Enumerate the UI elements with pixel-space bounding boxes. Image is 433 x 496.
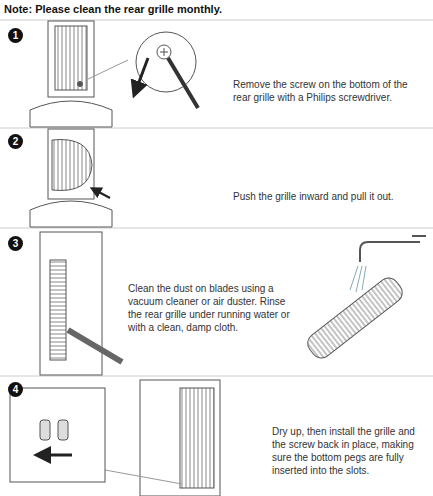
separator — [0, 228, 433, 229]
fan-body — [40, 232, 102, 375]
blades — [50, 260, 66, 360]
separator-lines — [0, 20, 433, 376]
rear-grille — [180, 388, 214, 488]
screw — [78, 82, 83, 87]
detached-grille — [304, 274, 407, 362]
screwdriver — [168, 58, 198, 108]
separator — [0, 128, 433, 129]
rear-grille — [55, 26, 87, 90]
arrow — [42, 454, 72, 457]
zoom-line — [86, 60, 128, 80]
step-number: 3 — [8, 236, 23, 251]
tower-fan — [30, 21, 128, 127]
vacuum-nozzle — [68, 330, 122, 362]
tower-fan — [10, 380, 220, 496]
step-number: 1 — [8, 28, 23, 43]
page-title: Note: Please clean the rear grille month… — [4, 3, 222, 15]
step-number-text: 1 — [13, 30, 19, 41]
instruction-text: Push the grille inward and pull it out. — [233, 190, 423, 203]
arrow — [136, 58, 148, 90]
step-number: 4 — [8, 382, 23, 397]
step-number-text: 2 — [13, 136, 19, 147]
separator — [0, 20, 433, 21]
separator — [0, 376, 433, 377]
zoom-circle — [136, 32, 196, 92]
slot — [40, 420, 50, 440]
water — [350, 266, 366, 292]
step-number-text: 4 — [13, 384, 19, 395]
zoom-line — [105, 470, 182, 484]
zoom-detail — [136, 32, 198, 108]
tower-fan-open — [40, 232, 426, 375]
step-number-text: 3 — [13, 238, 19, 249]
rear-grille — [52, 140, 92, 191]
screw-head — [157, 45, 171, 59]
fan-base — [30, 101, 112, 127]
instruction-text: Dry up, then install the grille and the … — [272, 425, 428, 477]
arrow — [95, 190, 110, 198]
fan-body — [48, 21, 94, 97]
fan-body — [48, 129, 94, 199]
instruction-text: Remove the screw on the bottom of the re… — [233, 78, 423, 104]
grille — [304, 274, 407, 362]
instruction-text: Clean the dust on blades using a vacuum … — [128, 282, 296, 334]
faucet — [360, 236, 426, 262]
tower-fan — [30, 129, 112, 227]
slot — [58, 420, 68, 440]
fan-base — [30, 201, 112, 227]
inset-frame — [10, 388, 105, 482]
step-number: 2 — [8, 134, 23, 149]
screw-cross — [160, 48, 168, 56]
